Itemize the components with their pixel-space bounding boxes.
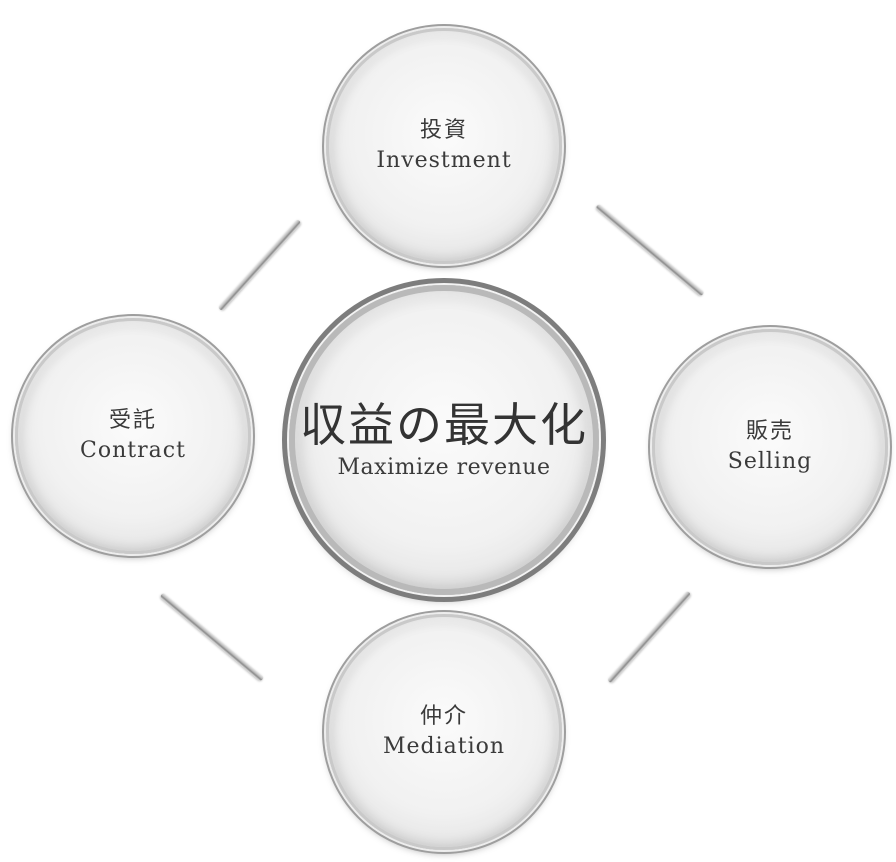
node-contract-en: Contract xyxy=(80,438,186,463)
center-title-en: Maximize revenue xyxy=(337,455,551,480)
node-mediation: 仲介 Mediation xyxy=(326,614,562,850)
node-contract-jp: 受託 xyxy=(108,408,157,433)
connector-selling-mediation xyxy=(606,590,692,684)
node-investment-jp: 投資 xyxy=(419,118,468,143)
connector-investment-selling xyxy=(595,203,705,297)
node-selling: 販売 Selling xyxy=(652,329,888,565)
node-mediation-jp: 仲介 xyxy=(419,704,468,729)
node-center-maximize-revenue: 収益の最大化 Maximize revenue xyxy=(289,285,599,595)
node-mediation-en: Mediation xyxy=(382,734,506,759)
node-contract: 受託 Contract xyxy=(15,318,251,554)
center-title-jp: 収益の最大化 xyxy=(300,398,588,452)
node-selling-en: Selling xyxy=(727,449,813,474)
node-investment-en: Investment xyxy=(376,148,512,173)
node-selling-jp: 販売 xyxy=(745,419,794,444)
node-investment: 投資 Investment xyxy=(326,28,562,264)
connector-contract-investment xyxy=(217,218,302,312)
connector-mediation-contract xyxy=(159,592,265,682)
